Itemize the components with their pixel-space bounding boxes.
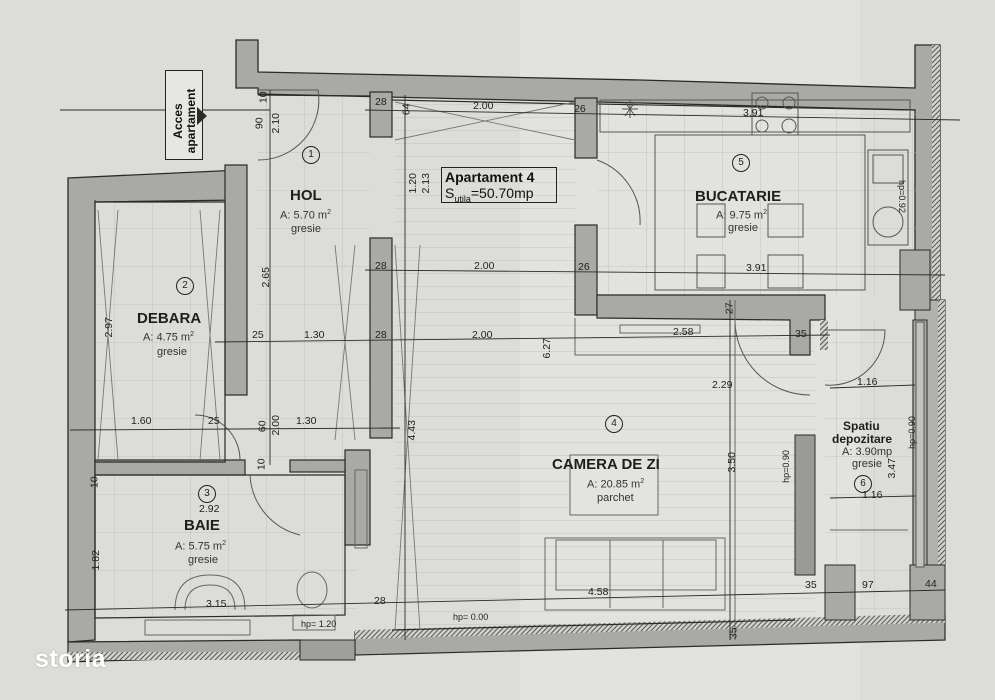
dim-hall-443: 4.43 — [405, 420, 418, 441]
room-name-debara: DEBARA — [137, 310, 202, 327]
dim-hall-213: 2.13 — [419, 173, 432, 194]
dim-baie-10b: 10 — [255, 458, 268, 471]
dim-baie-315: 3.15 — [206, 598, 227, 610]
access-text: Acces apartament — [171, 88, 198, 154]
dim-hol-265: 2.65 — [259, 267, 272, 288]
dim-wall-44: 44 — [925, 578, 937, 590]
dim-wall-28-mid: 28 — [375, 260, 387, 272]
dim-baie-182: 1.82 — [89, 550, 102, 571]
arrow-right-icon — [197, 107, 207, 125]
room-area-hol: A: 5.70 m2 — [280, 209, 331, 222]
dim-living-258: 2.58 — [673, 326, 694, 338]
dim-door-60: 60 — [256, 420, 269, 433]
dim-hall-120: 1.20 — [406, 173, 419, 194]
dim-kitchen-hp: hp=0.92 — [896, 180, 907, 213]
dim-storage-116-a: 1.16 — [857, 376, 878, 388]
room-number-5: 5 — [732, 154, 750, 172]
dim-wall-35-b: 35 — [727, 627, 740, 640]
dim-debara-160: 1.60 — [131, 415, 152, 427]
dim-hall-low: 2.00 — [472, 329, 493, 341]
dim-wall-25-b: 25 — [208, 415, 220, 427]
dim-living-458: 4.58 — [588, 586, 609, 598]
dim-baie-hp: hp= 1.20 — [301, 619, 337, 629]
dim-wall-35-c: 35 — [805, 579, 817, 591]
dim-hall-64: 64 — [400, 103, 413, 116]
dim-hall-hp: hp= 0.00 — [453, 612, 489, 622]
room-area-bucatarie: A: 9.75 m2 — [716, 209, 767, 222]
dim-wall-26-mid: 26 — [578, 261, 590, 273]
dim-hol-door: 90 — [253, 117, 266, 130]
room-floor-spatiu: gresie — [852, 458, 882, 470]
room-area-spatiu: A: 3.90mp — [842, 446, 893, 458]
room-name-hol: HOL — [290, 187, 322, 204]
dim-debara-297: 2.97 — [102, 317, 115, 338]
room-name-spatiu-line1: Spatiu — [843, 419, 880, 433]
dim-hol-top: 10 — [257, 91, 270, 104]
dim-living-627: 6.27 — [540, 338, 553, 359]
room-floor-debara: gresie — [157, 346, 187, 358]
dim-wall-28-top: 28 — [375, 96, 387, 108]
dim-wall-26-top: 26 — [574, 103, 586, 115]
room-name-spatiu-line2: depozitare — [832, 432, 893, 446]
dim-storage-hp: hp=0.90 — [906, 416, 917, 449]
dim-baie-10a: 10 — [88, 476, 101, 489]
apartment-title: Apartament 4 — [445, 169, 535, 185]
room-number-2: 2 — [176, 277, 194, 295]
dim-hol-height: 2.10 — [269, 113, 282, 134]
dim-living-229: 2.29 — [712, 379, 733, 391]
dim-living-27: 27 — [723, 302, 736, 315]
dim-kitchen-top: 3.91 — [743, 107, 764, 119]
dim-wall-35-a: 35 — [795, 328, 807, 340]
room-name-bucatarie: BUCATARIE — [695, 188, 782, 205]
dim-hall-mid: 2.00 — [474, 260, 495, 272]
dim-wall-25-a: 25 — [252, 329, 264, 341]
dim-hall-top: 2.00 — [473, 100, 494, 112]
room-area-debara: A: 4.75 m2 — [143, 331, 194, 344]
room-area-baie: A: 5.75 m2 — [175, 540, 226, 553]
dim-baie-292: 2.92 — [199, 503, 220, 515]
dim-storage-116-b: 1.16 — [862, 489, 883, 501]
apartment-title-box: Apartament 4 Sutila=50.70mp — [441, 167, 557, 204]
room-floor-camera-de-zi: parchet — [597, 492, 634, 504]
room-floor-bucatarie: gresie — [728, 222, 758, 234]
dim-hol-130-a: 1.30 — [304, 329, 325, 341]
room-number-3: 3 — [198, 485, 216, 503]
room-number-4: 4 — [605, 415, 623, 433]
dim-wall-28-b: 28 — [375, 329, 387, 341]
storia-watermark-logo: storia — [35, 645, 107, 673]
dim-storage-97: 97 — [862, 579, 874, 591]
room-floor-hol: gresie — [291, 223, 321, 235]
dim-hol-200: 2.00 — [269, 415, 282, 436]
room-number-1: 1 — [302, 146, 320, 164]
dim-kitchen-bottom: 3.91 — [746, 262, 767, 274]
apartment-access-label: Acces apartament — [165, 70, 203, 160]
room-floor-baie: gresie — [188, 554, 218, 566]
apartment-usable-area: Sutila=50.70mp — [445, 185, 534, 204]
room-name-baie: BAIE — [184, 517, 220, 534]
dim-living-hp: hp=0.90 — [780, 450, 791, 483]
dim-wall-28-c: 28 — [374, 595, 386, 607]
room-area-camera-de-zi: A: 20.85 m2 — [587, 478, 645, 491]
dim-living-350: 3.50 — [725, 452, 738, 473]
room-name-camera-de-zi: CAMERA DE ZI — [552, 456, 660, 473]
room-number-6: 6 — [854, 475, 872, 493]
dim-storage-347: 3.47 — [885, 458, 898, 479]
dim-hol-130-b: 1.30 — [296, 415, 317, 427]
